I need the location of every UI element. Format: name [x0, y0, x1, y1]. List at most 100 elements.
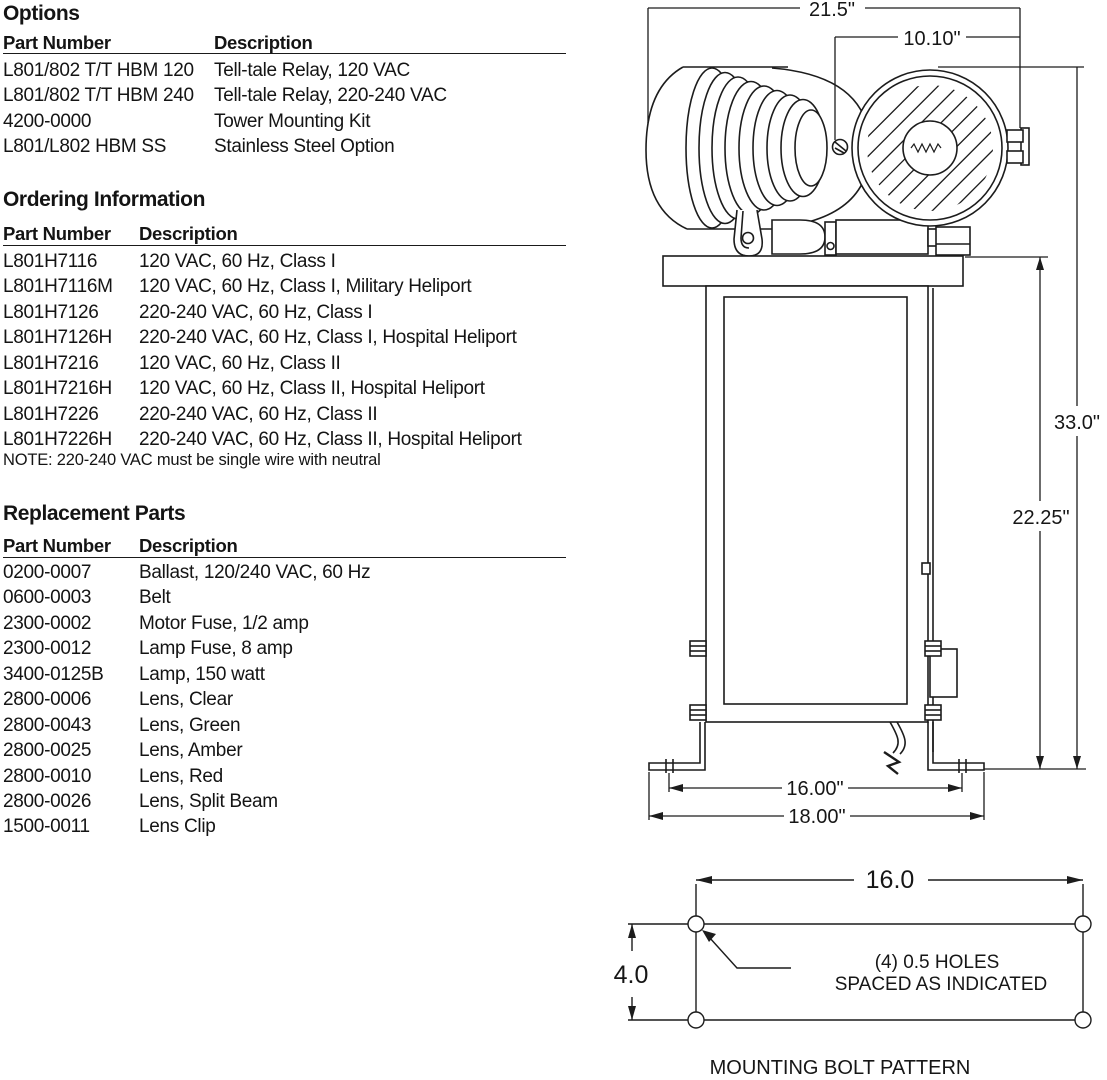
parts-tables-column: Options Part Number Description L801/802… [3, 0, 603, 1080]
bolt-pattern-caption: MOUNTING BOLT PATTERN [710, 1057, 971, 1079]
table-row: 2800-0025 Lens, Amber [3, 738, 370, 763]
part-number-cell: L801/L802 HBM SS [3, 136, 167, 158]
part-number-cell: L801/802 T/T HBM 120 [3, 60, 194, 81]
part-number-cell: L801H7116M [3, 276, 113, 298]
ordering-table-header: Part Number Description [3, 224, 566, 244]
description-cell: Tell-tale Relay, 120 VAC [214, 60, 410, 81]
belt-housing [771, 219, 826, 255]
replacement-col-description: Description [139, 535, 238, 556]
lamp-filament-icon [910, 142, 942, 154]
lens-support [935, 226, 971, 256]
holes-note-line2: SPACED AS INDICATED [835, 974, 1048, 995]
table-row: L801/802 T/T HBM 120 Tell-tale Relay, 120… [3, 58, 447, 83]
description-cell: Lens, Green [139, 714, 241, 736]
adjust-screw [831, 138, 849, 156]
description-cell: Lens, Red [139, 765, 223, 787]
overall-width-dim-label: 21.5" [809, 0, 855, 21]
replacement-col-part-number: Part Number [3, 535, 111, 556]
replacement-table: 0200-0007 Ballast, 120/240 VAC, 60 Hz 060… [3, 560, 371, 840]
part-number-cell: 2300-0002 [3, 612, 92, 634]
table-row: 0200-0007 Ballast, 120/240 VAC, 60 Hz [3, 560, 371, 585]
mounting-platform [662, 255, 964, 287]
bolt-holes [687, 915, 1092, 1029]
holes-note-line1: (4) 0.5 HOLES [875, 952, 1000, 973]
description-cell: Tower Mounting Kit [214, 110, 371, 132]
replacement-header-rule [3, 557, 566, 558]
table-row: 0600-0003 Belt [3, 585, 370, 610]
ordering-table: L801H7116 120 VAC, 60 Hz, Class I L801H71… [3, 249, 522, 453]
table-row: L801H7116M 120 VAC, 60 Hz, Class I, Milit… [3, 274, 522, 299]
cabinet-door-panel [723, 296, 908, 705]
description-cell: 220-240 VAC, 60 Hz, Class I, Hospital He… [139, 327, 517, 349]
pivot-bracket [733, 209, 764, 257]
bolt-pattern-height-label: 4.0 [614, 961, 649, 989]
overall-height-dim-label: 33.0" [1054, 412, 1100, 434]
part-number-cell: L801H7126H [3, 327, 112, 349]
part-number-cell: 0600-0003 [3, 587, 92, 609]
table-row: L801H7226 220-240 VAC, 60 Hz, Class II [3, 402, 522, 427]
part-number-cell: L801H7226H [3, 429, 112, 451]
description-cell: Ballast, 120/240 VAC, 60 Hz [139, 562, 371, 583]
ordering-col-description: Description [139, 223, 238, 244]
ribbed-cone [685, 67, 828, 229]
description-cell: 220-240 VAC, 60 Hz, Class II, Hospital H… [139, 429, 522, 451]
replacement-title: Replacement Parts [3, 502, 186, 525]
part-number-cell: 2300-0012 [3, 638, 92, 660]
options-col-part-number: Part Number [3, 32, 111, 53]
cone-front-cap [794, 109, 828, 187]
description-cell: Stainless Steel Option [214, 136, 395, 158]
table-row: 2800-0010 Lens, Red [3, 764, 370, 789]
part-number-cell: L801H7116 [3, 251, 98, 272]
lens-width-dim-label: 10.10" [903, 28, 960, 50]
description-cell: 120 VAC, 60 Hz, Class II [139, 352, 341, 374]
description-cell: 220-240 VAC, 60 Hz, Class II [139, 403, 378, 425]
part-number-cell: 0200-0007 [3, 562, 92, 583]
table-row: 2800-0043 Lens, Green [3, 713, 370, 738]
ordering-note: NOTE: 220-240 VAC must be single wire wi… [3, 451, 381, 469]
bolt-pattern-width-label: 16.0 [866, 866, 915, 894]
table-row: L801/L802 HBM SS Stainless Steel Option [3, 134, 447, 159]
replacement-table-header: Part Number Description [3, 536, 566, 556]
part-number-cell: 2800-0043 [3, 714, 92, 736]
table-row: L801H7116 120 VAC, 60 Hz, Class I [3, 249, 522, 274]
table-row: L801H7226H 220-240 VAC, 60 Hz, Class II, … [3, 427, 522, 452]
table-row: 1500-0011 Lens Clip [3, 814, 370, 839]
description-cell: Tell-tale Relay, 220-240 VAC [214, 85, 447, 107]
description-cell: Lens Clip [139, 816, 216, 838]
part-number-cell: L801H7216 [3, 352, 99, 374]
description-cell: 120 VAC, 60 Hz, Class I, Military Helipo… [139, 276, 472, 298]
options-table: L801/802 T/T HBM 120 Tell-tale Relay, 120… [3, 58, 447, 160]
part-number-cell: 2800-0010 [3, 765, 92, 787]
options-col-description: Description [214, 32, 313, 53]
description-cell: 120 VAC, 60 Hz, Class I [139, 251, 336, 272]
part-number-cell: L801H7226 [3, 403, 99, 425]
stand-height-dim-label: 22.25" [1012, 507, 1069, 529]
base-bolt-spacing-dim-label: 16.00" [786, 778, 843, 800]
options-title: Options [3, 2, 80, 25]
description-cell: Lens, Amber [139, 740, 243, 762]
mounting-feet [648, 722, 985, 773]
part-number-cell: 2800-0026 [3, 790, 92, 812]
mounting-bolt-pattern-diagram: 16.0 4.0 (4) 0.5 HOLES SPACED AS INDICAT… [614, 866, 1092, 1079]
part-number-cell: 2800-0025 [3, 740, 92, 762]
part-number-cell: 2800-0006 [3, 689, 92, 711]
dimension-annotations: 21.5" 10.10" 33.0" 22.25" 16.00" 18.00" [647, 0, 1100, 828]
description-cell: Belt [139, 587, 171, 609]
options-table-header: Part Number Description [3, 33, 566, 53]
side-bolts [689, 562, 942, 721]
ordering-col-part-number: Part Number [3, 223, 111, 244]
part-number-cell: 1500-0011 [3, 816, 90, 838]
options-header-rule [3, 53, 566, 54]
stand-cabinet [705, 285, 934, 752]
part-number-cell: L801H7216H [3, 378, 112, 400]
description-cell: 220-240 VAC, 60 Hz, Class I [139, 301, 373, 323]
ordering-title: Ordering Information [3, 188, 206, 211]
